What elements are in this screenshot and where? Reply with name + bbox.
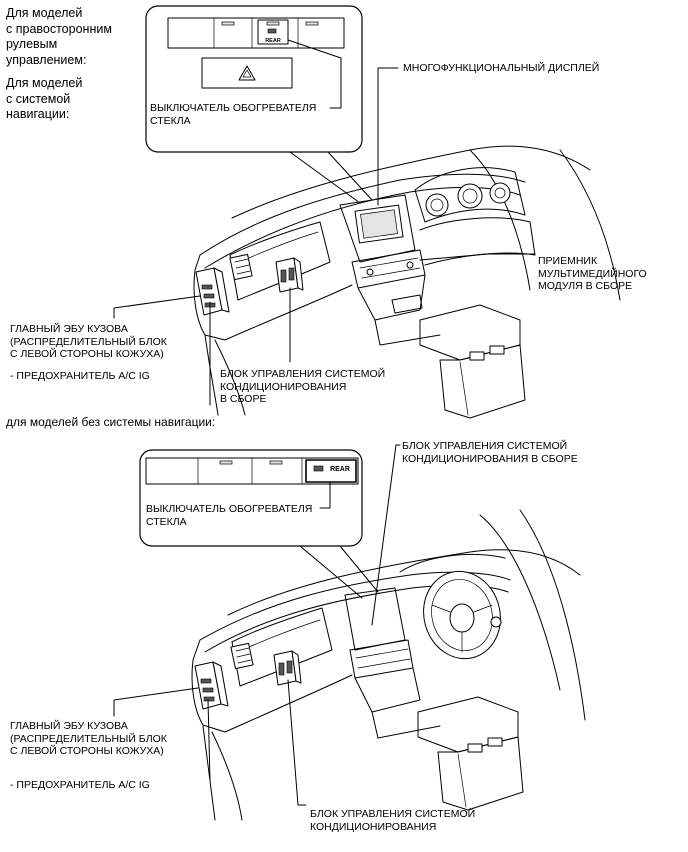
ac-control-top-label: БЛОК УПРАВЛЕНИЯ СИСТЕМОЙ КОНДИЦИОНИРОВАН… (402, 440, 578, 465)
body-ecu-unit (194, 661, 229, 710)
intro-navigation: Для моделей с системой навигации: (6, 76, 83, 121)
media-receiver-label: ПРИЕМНИК МУЛЬТИМЕДИЙНОГО МОДУЛЯ В СБОРЕ (538, 255, 647, 292)
ac-control-bottom-label: БЛОК УПРАВЛЕНИЯ СИСТЕМОЙ КОНДИЦИОНИРОВАН… (310, 808, 476, 833)
intro-no-navigation: для моделей без системы навигации: (6, 415, 216, 429)
fuse-label: - ПРЕДОХРАНИТЕЛЬ A/C IG (10, 779, 150, 791)
ac-control-unit (275, 257, 304, 293)
inset-switch-panel-navigation: REAR (145, 5, 373, 204)
body-ecu-unit (195, 267, 230, 316)
dashboard-illustration-no-navigation (191, 509, 586, 821)
svg-text:REAR: REAR (330, 466, 350, 473)
heater-switch-label: ВЫКЛЮЧАТЕЛЬ ОБОГРЕВАТЕЛЯ СТЕКЛА (146, 503, 313, 528)
leader-lines-section-2 (113, 444, 401, 806)
heater-switch-label: ВЫКЛЮЧАТЕЛЬ ОБОГРЕВАТЕЛЯ СТЕКЛА (150, 102, 317, 127)
intro-rhd: Для моделей с правосторонним рулевым упр… (6, 6, 112, 67)
body-ecu-label: ГЛАВНЫЙ ЭБУ КУЗОВА (РАСПРЕДЕЛИТЕЛЬНЫЙ БЛ… (10, 720, 167, 757)
fuse-label: - ПРЕДОХРАНИТЕЛЬ A/C IG (10, 370, 150, 382)
inset-switch-panel-no-navigation: REAR (139, 449, 379, 599)
steering-wheel (423, 570, 502, 660)
body-ecu-label: ГЛАВНЫЙ ЭБУ КУЗОВА (РАСПРЕДЕЛИТЕЛЬНЫЙ БЛ… (10, 323, 167, 360)
svg-text:REAR: REAR (265, 38, 281, 44)
ac-control-unit (273, 650, 302, 686)
multi-display-label: МНОГОФУНКЦИОНАЛЬНЫЙ ДИСПЛЕЙ (403, 62, 600, 74)
ac-control-label: БЛОК УПРАВЛЕНИЯ СИСТЕМОЙ КОНДИЦИОНИРОВАН… (220, 368, 386, 405)
leader-lines-section-1 (113, 67, 535, 406)
dashboard-illustration-navigation (193, 145, 621, 419)
